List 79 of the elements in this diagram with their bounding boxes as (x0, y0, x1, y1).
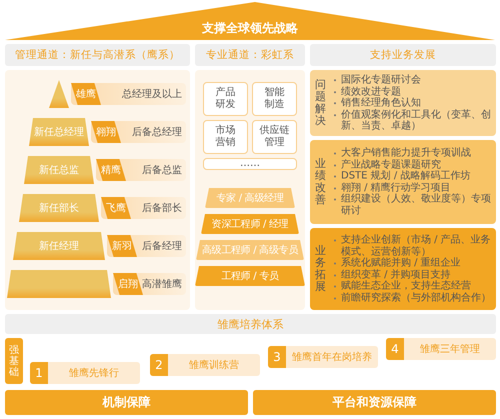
level-label: 高潜雏鹰 (142, 278, 182, 292)
domain-label: …… (240, 158, 260, 170)
bullet-item: 绩效改进专题 (332, 86, 492, 98)
step-label: 雏鹰三年管理 (419, 342, 481, 357)
bullet-item: 组织变革 / 并购项目支持 (332, 269, 492, 280)
level-label: 后备经理 (142, 240, 182, 254)
bullet-item: 大客户销售能力提升专项训战 (332, 148, 492, 159)
rainbow-tier: 工程师 / 专员 (195, 266, 305, 286)
bullet-item: 组织建设（人效、敬业度等）专项研讨 (332, 194, 492, 216)
level-tag: 新羽 (107, 235, 137, 257)
pyramid-tier: 新任总经理 (29, 118, 89, 146)
level-tag: 飞鹰 (101, 197, 131, 219)
bullet-item: 支持企业创新（市场 / 产品、业务模式、运营创新等） (332, 234, 492, 258)
channel-header: 专业通道：彩虹系 (195, 44, 305, 66)
level-tag: 精鹰 (96, 159, 126, 181)
bullet-item: 前瞻研究探索（与外部机构合作） (332, 292, 492, 304)
level-label: 后备总经理 (132, 126, 182, 140)
channel-header: 管理通道：新任与高潜系（鹰系） (5, 44, 190, 66)
bullet-item: DSTE 规划 / 战略解码工作坊 (332, 170, 492, 182)
domain-label: 市场营销 (216, 124, 236, 150)
bullet-item: 价值观案例化和工具化（变革、创新、当责、卓越） (332, 108, 492, 132)
step-number: 3 (268, 346, 286, 368)
domain-box (203, 82, 248, 116)
level-band (107, 235, 186, 257)
level-tag: 雄鹰 (71, 83, 101, 105)
level-band (91, 121, 186, 143)
domain-box (252, 120, 297, 154)
level-label: 总经理及以上 (122, 88, 182, 102)
level-label: 后备部长 (142, 202, 182, 216)
card-heading: 业绩改善 (315, 158, 326, 206)
pyramid-tier: 新任部长 (19, 194, 99, 222)
step-number: 4 (386, 338, 404, 360)
card-heading: 问题解决 (315, 78, 326, 128)
rainbow-tier: 高级工程师 / 高级专员 (196, 240, 304, 260)
step-card (150, 354, 260, 376)
panel-background (195, 70, 305, 310)
foundation-label: 强基础 (9, 344, 19, 378)
panel-background (5, 70, 190, 310)
rainbow-tier: 资深工程师 / 经理 (201, 214, 299, 234)
step-card (268, 346, 378, 368)
step-label: 雏鹰先锋行 (68, 366, 120, 381)
step-label: 雏鹰首年在岗培养 (291, 350, 373, 365)
topic-card (310, 228, 496, 310)
step-card (386, 338, 496, 360)
bullet-item: 翱翔 / 精鹰行动学习项目 (332, 182, 492, 194)
domain-label: 智能制造 (264, 86, 284, 112)
topic-card (310, 140, 496, 224)
pyramid-tier: 新任经理 (13, 232, 105, 260)
support-bar: 平台和资源保障 (253, 390, 496, 415)
level-tag: 启翔 (113, 273, 143, 295)
foundation-tag (5, 338, 23, 384)
bullet-item: 赋能生态企业，支持生态经营 (332, 280, 492, 292)
domain-box (252, 82, 297, 116)
level-band (96, 159, 186, 181)
step-number: 2 (150, 354, 168, 376)
support-bar: 机制保障 (5, 390, 248, 415)
step-card (30, 362, 140, 384)
card-heading: 业务拓展 (315, 244, 326, 294)
level-band (101, 197, 186, 219)
level-band (113, 273, 186, 295)
pyramid-tier (7, 270, 111, 298)
bullet-item: 产业战略专题课题研究 (332, 159, 492, 170)
bullet-item: 系统化赋能并购 / 重组企业 (332, 258, 492, 269)
step-number: 1 (30, 362, 48, 384)
step-label: 雏鹰训练营 (188, 358, 240, 373)
bullet-item: 国际化专题研讨会 (332, 74, 492, 86)
domain-box (203, 158, 297, 170)
channel-header: 支持业务发展 (310, 44, 496, 66)
pyramid-tier: 新任总监 (24, 156, 94, 184)
domain-label: 产品研发 (216, 86, 236, 112)
topic-card (310, 70, 496, 136)
domain-label: 供应链管理 (260, 124, 290, 150)
bullet-item: 销售经理角色认知 (332, 97, 492, 109)
level-band (71, 83, 186, 105)
level-label: 后备总监 (142, 164, 182, 178)
system-banner: 雏鹰培养体系 (5, 314, 496, 334)
level-tag: 翱翔 (91, 121, 121, 143)
rainbow-tier: 专家 / 高级经理 (205, 188, 295, 208)
domain-box (203, 120, 248, 154)
